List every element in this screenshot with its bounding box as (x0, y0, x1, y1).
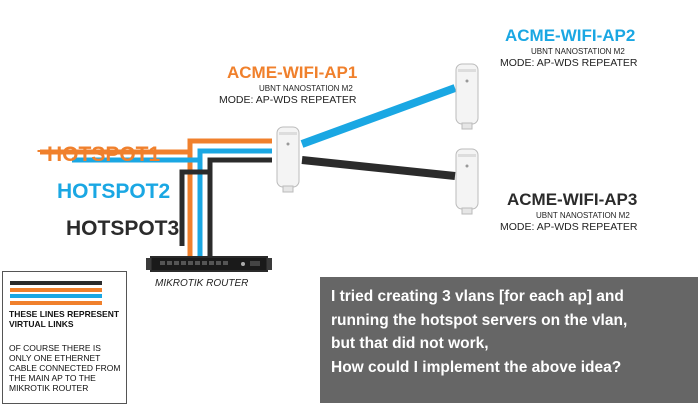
ap1-device (276, 126, 300, 193)
mikrotik-router-device (146, 256, 272, 272)
hotspot1-link (187, 138, 272, 260)
note-line-2: running the hotspot servers on the vlan, (331, 311, 628, 329)
legend-title: THESE LINES REPRESENT VIRTUAL LINKS (9, 309, 120, 329)
ap2-name: ACME-WIFI-AP2 (505, 26, 636, 45)
note-line-3: but that did not work, (331, 335, 489, 352)
hotspot2-link (197, 148, 272, 260)
ap3-model: UBNT NANOSTATION M2 (536, 211, 630, 220)
ap3-device (455, 148, 479, 215)
hotspot3-link-lower (179, 169, 210, 246)
ap1-model: UBNT NANOSTATION M2 (259, 84, 353, 93)
ap3-mode: MODE: AP-WDS REPEATER (500, 221, 638, 233)
note-line-4: How could I implement the above idea? (331, 358, 622, 376)
legend-blue-line (10, 294, 102, 298)
legend: THESE LINES REPRESENT VIRTUAL LINKS OF C… (2, 271, 127, 404)
question-note: I tried creating 3 vlans [for each ap] a… (320, 277, 698, 403)
legend-black-line (10, 281, 102, 285)
hotspot3-label: HOTSPOT3 (66, 217, 180, 240)
ap2-model: UBNT NANOSTATION M2 (531, 47, 625, 56)
ap1-mode: MODE: AP-WDS REPEATER (219, 94, 357, 106)
virtual-links (37, 138, 272, 260)
hotspot1-label: HOTSPOT1 (47, 143, 161, 166)
ap3-name: ACME-WIFI-AP3 (507, 190, 638, 209)
note-line-1: I tried creating 3 vlans [for each ap] a… (331, 288, 624, 305)
ap2-device (455, 63, 479, 130)
legend-orange-line-2 (10, 301, 102, 305)
hotspot3-link (207, 157, 272, 258)
hotspot2-label: HOTSPOT2 (57, 180, 171, 203)
router-label: MIKROTIK ROUTER (155, 278, 249, 289)
legend-note: OF COURSE THERE IS ONLY ONE ETHERNET CAB… (9, 343, 121, 393)
ap2-mode: MODE: AP-WDS REPEATER (500, 57, 638, 69)
wireless-link-ap3 (301, 156, 456, 180)
legend-orange-line (10, 288, 102, 292)
wireless-link-ap2 (300, 84, 457, 148)
ap1-name: ACME-WIFI-AP1 (227, 63, 358, 82)
